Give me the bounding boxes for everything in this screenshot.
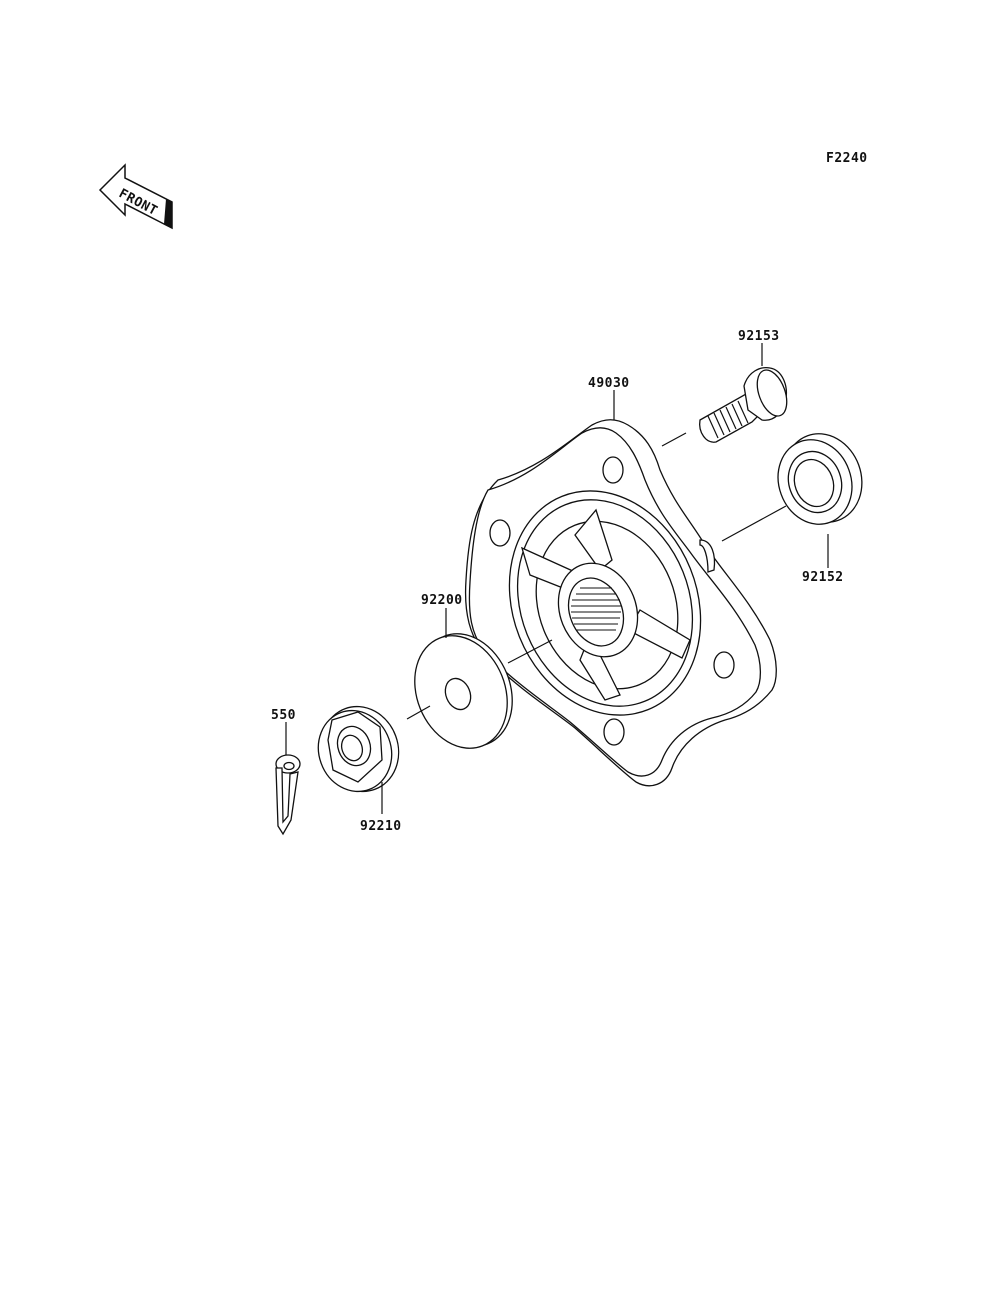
front-direction-arrow: FRONT	[98, 163, 173, 230]
flange-nut-92210	[317, 705, 400, 793]
label-92152: 92152	[802, 570, 844, 585]
oil-seal-92152	[777, 433, 863, 525]
label-550: 550	[271, 708, 296, 723]
figure-code: F2240	[826, 151, 868, 166]
label-92153: 92153	[738, 329, 780, 344]
hub-49030	[464, 419, 777, 787]
washer-92200	[414, 633, 513, 749]
label-92200: 92200	[421, 593, 463, 608]
label-49030: 49030	[588, 376, 630, 391]
leader-lines	[285, 343, 829, 814]
cotter-pin-550	[275, 754, 301, 836]
label-92210: 92210	[360, 819, 402, 834]
stud-bolt-92153	[699, 366, 788, 443]
